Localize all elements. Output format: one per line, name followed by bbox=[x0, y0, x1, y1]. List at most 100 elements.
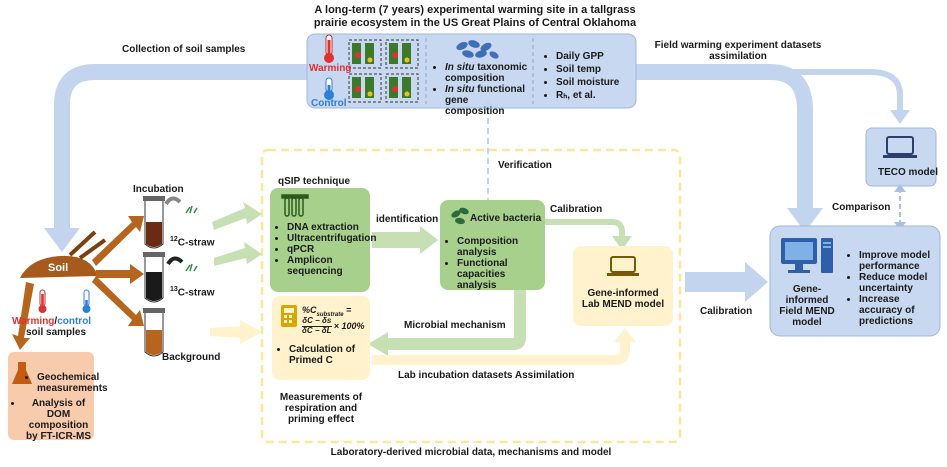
lab-assimilation-arrow bbox=[372, 338, 630, 365]
site-title-line2: prairie ecosystem in the US Great Plains… bbox=[313, 17, 637, 29]
soil-warming-word: Warming bbox=[12, 316, 55, 327]
measurement-gpp: Daily GPP bbox=[556, 50, 633, 63]
dom-list: Analysis of DOM composition by FT-ICR-MS bbox=[14, 398, 94, 442]
soil-arrow-down bbox=[12, 282, 34, 350]
site-measurements: Daily GPP Soil temp Soil moisture Rₕ, et… bbox=[545, 50, 633, 102]
soil-samples-caption: Warming/control soil samples bbox=[12, 316, 122, 338]
formula-lhs: %C bbox=[302, 305, 317, 315]
field-assimilation-line2: assimilation bbox=[709, 51, 767, 62]
in-situ-functional: In situ functional gene composition bbox=[445, 84, 530, 117]
soil-warming-thermometer-icon bbox=[38, 289, 47, 313]
verification-label: Verification bbox=[498, 160, 552, 171]
straw-13c-curve bbox=[166, 256, 184, 266]
active-item-1: Composition analysis bbox=[457, 236, 544, 258]
soil-arrow-1 bbox=[92, 216, 144, 266]
geochem-list: Geochemical measurements bbox=[28, 372, 108, 394]
flask-icon bbox=[12, 362, 32, 384]
qsip-item-2: Ultracentrifugation bbox=[287, 233, 376, 244]
soil-arrow-3 bbox=[92, 276, 144, 326]
field-assimilation-label: Field warming experiment datasets assimi… bbox=[638, 40, 838, 62]
soil-arrow-2 bbox=[96, 264, 144, 284]
measurement-soil-temp: Soil temp bbox=[556, 63, 633, 76]
field-assimilation-arrow-head bbox=[787, 208, 823, 232]
in-situ-list: In situ taxonomic composition In situ fu… bbox=[434, 62, 530, 117]
field-assimilation-arrow bbox=[636, 64, 813, 212]
lab-mend-box bbox=[573, 246, 673, 326]
control-thermometer-icon bbox=[324, 77, 334, 100]
tube1-arrow bbox=[212, 202, 262, 230]
site-title-line1: A long-term (7 years) experimental warmi… bbox=[314, 4, 636, 16]
microbial-mechanism-label: Microbial mechanism bbox=[404, 320, 506, 331]
warming-thermometer-icon bbox=[324, 34, 334, 63]
computer-icon bbox=[781, 238, 833, 273]
soil-control-word: control bbox=[57, 316, 92, 327]
qsip-list: DNA extraction Ultracentrifugation qPCR … bbox=[276, 222, 376, 277]
primed-caption-2: respiration and bbox=[284, 403, 358, 414]
site-warming-label: Warming bbox=[309, 63, 352, 74]
comparison-label: Comparison bbox=[832, 202, 891, 213]
lab-laptop-icon bbox=[607, 256, 639, 276]
identification-label: identification bbox=[376, 214, 439, 225]
field-mend-item-1: Improve model performance bbox=[859, 250, 938, 272]
in-situ-taxonomic: In situ taxonomic composition bbox=[445, 62, 530, 84]
calibration-arrow bbox=[685, 262, 768, 302]
calibration-right-label: Calibration bbox=[700, 306, 753, 317]
collection-label: Collection of soil samples bbox=[122, 44, 246, 55]
qsip-item-3: qPCR bbox=[287, 244, 370, 255]
lab-mend-label: Gene-informed Lab MEND model bbox=[573, 288, 673, 310]
tube-13c-icon bbox=[143, 252, 165, 303]
geochem-box bbox=[8, 352, 94, 440]
formula-eq: = bbox=[346, 305, 352, 315]
tube3-arrow bbox=[210, 320, 262, 344]
soil-pile-icon bbox=[20, 255, 98, 278]
calculator-icon bbox=[281, 305, 297, 327]
lab-assimilation-label: Lab incubation datasets Assimilation bbox=[398, 370, 575, 381]
fraction-numerator: δC − δs bbox=[302, 316, 332, 327]
field-assimilation-line1: Field warming experiment datasets bbox=[654, 40, 822, 51]
qsip-item-4: Amplicon sequencing bbox=[287, 255, 370, 277]
laptop-icon bbox=[883, 136, 917, 158]
collection-arrow bbox=[54, 64, 307, 232]
primed-list: Calculation of Primed C bbox=[278, 344, 368, 366]
tube-12c-icon bbox=[143, 196, 165, 249]
priming-fraction: δC − δs δC − δL × 100% bbox=[302, 317, 365, 335]
c12-straw-label: 12C-straw bbox=[170, 236, 215, 249]
incubation-label: Incubation bbox=[133, 184, 184, 195]
primed-item-1: Calculation of Primed C bbox=[289, 344, 368, 366]
soil-label: Soil bbox=[48, 262, 69, 274]
field-mend-list: Improve model performance Reduce model u… bbox=[848, 250, 938, 327]
measurement-soil-moisture: Soil moisture bbox=[556, 76, 633, 89]
warming-plots bbox=[348, 39, 419, 103]
active-item-2: Functional capacities analysis bbox=[457, 258, 544, 291]
qsip-item-1: DNA extraction bbox=[287, 222, 370, 233]
site-title: A long-term (7 years) experimental warmi… bbox=[290, 4, 660, 30]
site-control-label: Control bbox=[311, 98, 347, 109]
primed-caption: Measurements of respiration and priming … bbox=[262, 392, 380, 425]
collection-arrow-head bbox=[44, 228, 80, 252]
field-mend-item-3: Increase accuracy of predictions bbox=[859, 294, 938, 327]
tubes-icon bbox=[281, 194, 309, 217]
calibration-top-arrow bbox=[545, 219, 625, 238]
soil-samples-word: soil samples bbox=[26, 327, 87, 338]
field-mend-line3: model bbox=[792, 317, 822, 328]
teco-branch-arrow bbox=[636, 69, 903, 112]
soil-slash: / bbox=[54, 316, 58, 327]
straw-icons bbox=[185, 205, 198, 272]
calibration-top-label: Calibration bbox=[550, 204, 603, 215]
tube-background-icon bbox=[143, 308, 165, 357]
lab-mend-line1: Gene-informed bbox=[587, 288, 659, 299]
tube2-arrow bbox=[214, 242, 262, 266]
qsip-box bbox=[270, 188, 370, 292]
geochem-item-1: Geochemical measurements bbox=[37, 372, 108, 394]
geochem-item-2: Analysis of DOM composition by FT-ICR-MS bbox=[23, 398, 94, 442]
microbial-mechanism-arrow bbox=[385, 290, 526, 350]
active-bacteria-box bbox=[440, 200, 545, 290]
field-mend-line1: Gene-informed bbox=[785, 284, 829, 306]
c13-straw-label: 13C-straw bbox=[170, 286, 215, 299]
field-mend-label: Gene-informed Field MEND model bbox=[772, 284, 842, 328]
footer-label: Laboratory-derived microbial data, mecha… bbox=[330, 447, 612, 458]
priming-formula: %Csubstrate = bbox=[302, 305, 351, 320]
lab-frame bbox=[260, 148, 682, 444]
identification-arrow bbox=[372, 226, 438, 254]
